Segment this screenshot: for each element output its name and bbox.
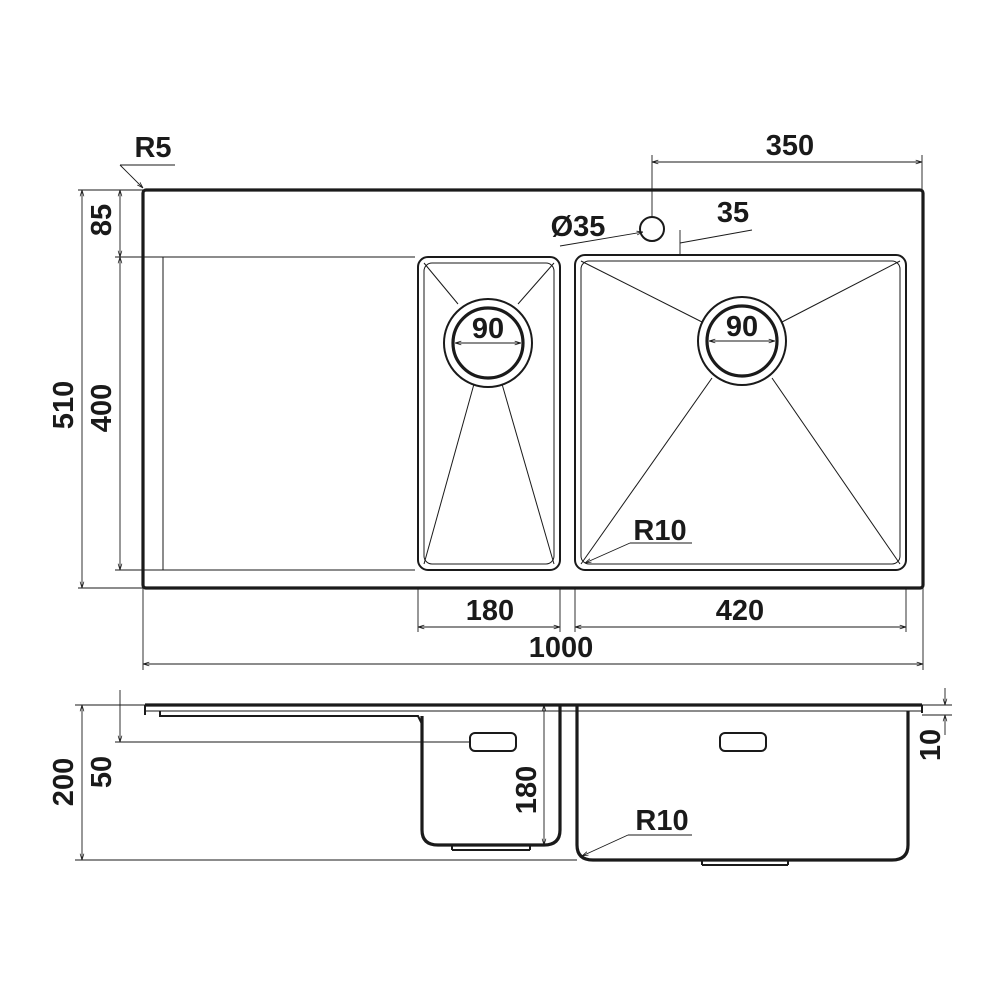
large-bowl-inner <box>580 260 901 565</box>
large-overflow <box>719 732 767 752</box>
large-drain-inner <box>705 304 779 378</box>
large-drain-outer <box>697 296 787 386</box>
large-bowl-profile <box>575 705 910 862</box>
drainer-area <box>162 256 415 571</box>
small-bowl-inner <box>423 262 555 565</box>
total-height-label: 200 <box>48 758 80 806</box>
small-drain-inner <box>451 306 525 380</box>
drainer-profile <box>159 711 423 725</box>
large-drain-label: 90 <box>726 311 758 343</box>
side-view: 200 50 180 10 R10 <box>48 688 952 866</box>
front-margin-label: 85 <box>86 204 118 236</box>
small-bowl-profile <box>420 705 562 847</box>
rim-thickness-label: 10 <box>915 729 947 761</box>
small-drain-label: 90 <box>472 313 504 345</box>
small-bowl-depth-label: 180 <box>511 766 543 814</box>
top-view: 90 90 Ø35 35 350 R5 <box>48 130 925 670</box>
overall-depth-label: 510 <box>48 381 80 429</box>
small-bowl-slope-lines <box>423 262 555 565</box>
small-bowl-width-label: 180 <box>466 595 514 627</box>
tap-hole <box>639 216 665 242</box>
tap-hole-offset-label: 35 <box>717 197 749 229</box>
corner-radius-label: R5 <box>134 132 171 164</box>
large-bowl-slope-lines <box>580 260 901 565</box>
overall-width-label: 1000 <box>529 632 594 664</box>
small-overflow <box>469 732 517 752</box>
sink-outline <box>141 188 925 590</box>
large-bowl-width-label: 420 <box>716 595 764 627</box>
drainer-depth-label: 50 <box>86 756 118 788</box>
side-corner-radius-label: R10 <box>635 805 688 837</box>
tap-hole-diameter-label: Ø35 <box>551 211 606 243</box>
small-bowl-outline <box>417 256 561 571</box>
large-bowl-outline <box>574 254 907 571</box>
bowl-depth-label: 400 <box>86 384 118 432</box>
small-drain-outer <box>443 298 533 388</box>
tap-hole-position-label: 350 <box>766 130 814 162</box>
bowl-corner-radius-label: R10 <box>633 515 686 547</box>
